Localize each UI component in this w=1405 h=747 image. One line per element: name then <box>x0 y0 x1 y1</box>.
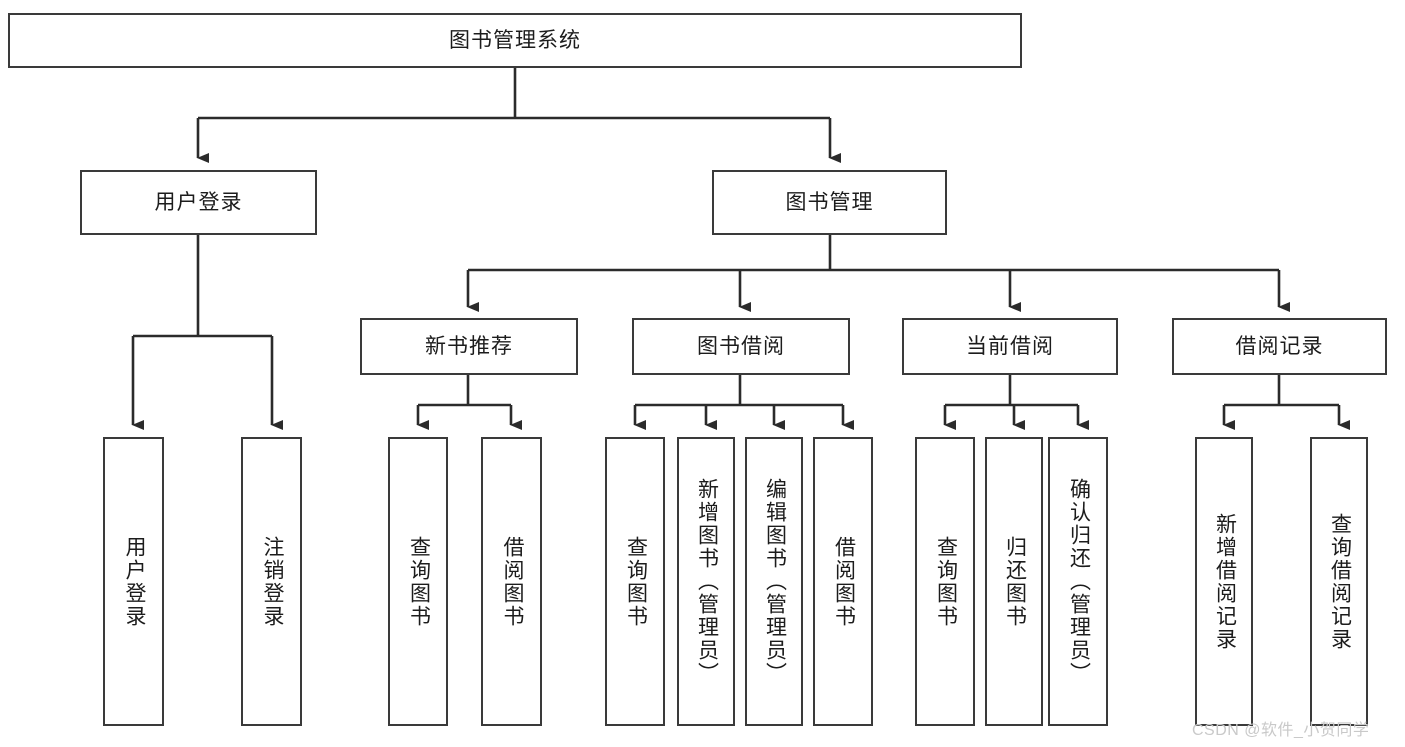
node-label: 查询图书 <box>407 535 431 628</box>
node-label: 新增图书（管理员） <box>695 478 719 685</box>
leaf-book-borrow-edit[interactable]: 编辑图书（管理员） <box>745 437 803 726</box>
node-label: 用户登录 <box>154 190 243 214</box>
leaf-current-borrow-return[interactable]: 归还图书 <box>985 437 1043 726</box>
node-borrow-record[interactable]: 借阅记录 <box>1172 318 1387 375</box>
leaf-book-borrow-query[interactable]: 查询图书 <box>605 437 665 726</box>
node-label: 新书推荐 <box>425 334 513 358</box>
leaf-book-borrow-lend[interactable]: 借阅图书 <box>813 437 873 726</box>
node-current-borrow[interactable]: 当前借阅 <box>902 318 1118 375</box>
leaf-book-borrow-add[interactable]: 新增图书（管理员） <box>677 437 735 726</box>
node-label: 图书管理 <box>785 190 874 214</box>
leaf-user-login-login[interactable]: 用户登录 <box>103 437 164 726</box>
node-label: 借阅图书 <box>500 535 524 628</box>
node-label: 查询图书 <box>934 535 958 628</box>
leaf-current-borrow-confirm-return[interactable]: 确认归还（管理员） <box>1048 437 1108 726</box>
leaf-new-book-borrow[interactable]: 借阅图书 <box>481 437 542 726</box>
node-book-management[interactable]: 图书管理 <box>712 170 947 235</box>
node-label: 用户登录 <box>122 535 146 628</box>
node-new-book-recommend[interactable]: 新书推荐 <box>360 318 578 375</box>
leaf-borrow-record-query[interactable]: 查询借阅记录 <box>1310 437 1368 726</box>
leaf-new-book-query[interactable]: 查询图书 <box>388 437 448 726</box>
node-user-login[interactable]: 用户登录 <box>80 170 317 235</box>
leaf-current-borrow-query[interactable]: 查询图书 <box>915 437 975 726</box>
leaf-user-login-logout[interactable]: 注销登录 <box>241 437 302 726</box>
node-label: 确认归还（管理员） <box>1067 478 1091 685</box>
node-label: 借阅图书 <box>832 535 856 628</box>
node-label: 图书管理系统 <box>449 28 581 52</box>
node-label: 注销登录 <box>260 535 284 628</box>
node-label: 当前借阅 <box>966 334 1054 358</box>
node-label: 编辑图书（管理员） <box>763 478 787 685</box>
node-book-borrow[interactable]: 图书借阅 <box>632 318 850 375</box>
node-label: 借阅记录 <box>1235 334 1324 358</box>
leaf-borrow-record-add[interactable]: 新增借阅记录 <box>1195 437 1253 726</box>
node-root-book-management-system[interactable]: 图书管理系统 <box>8 13 1022 68</box>
node-label: 查询图书 <box>624 535 648 628</box>
node-label: 归还图书 <box>1003 535 1027 628</box>
node-label: 查询借阅记录 <box>1328 512 1352 651</box>
csdn-watermark: CSDN @软件_小贺同学 <box>1192 722 1370 739</box>
node-label: 新增借阅记录 <box>1213 512 1237 651</box>
node-label: 图书借阅 <box>697 334 785 358</box>
